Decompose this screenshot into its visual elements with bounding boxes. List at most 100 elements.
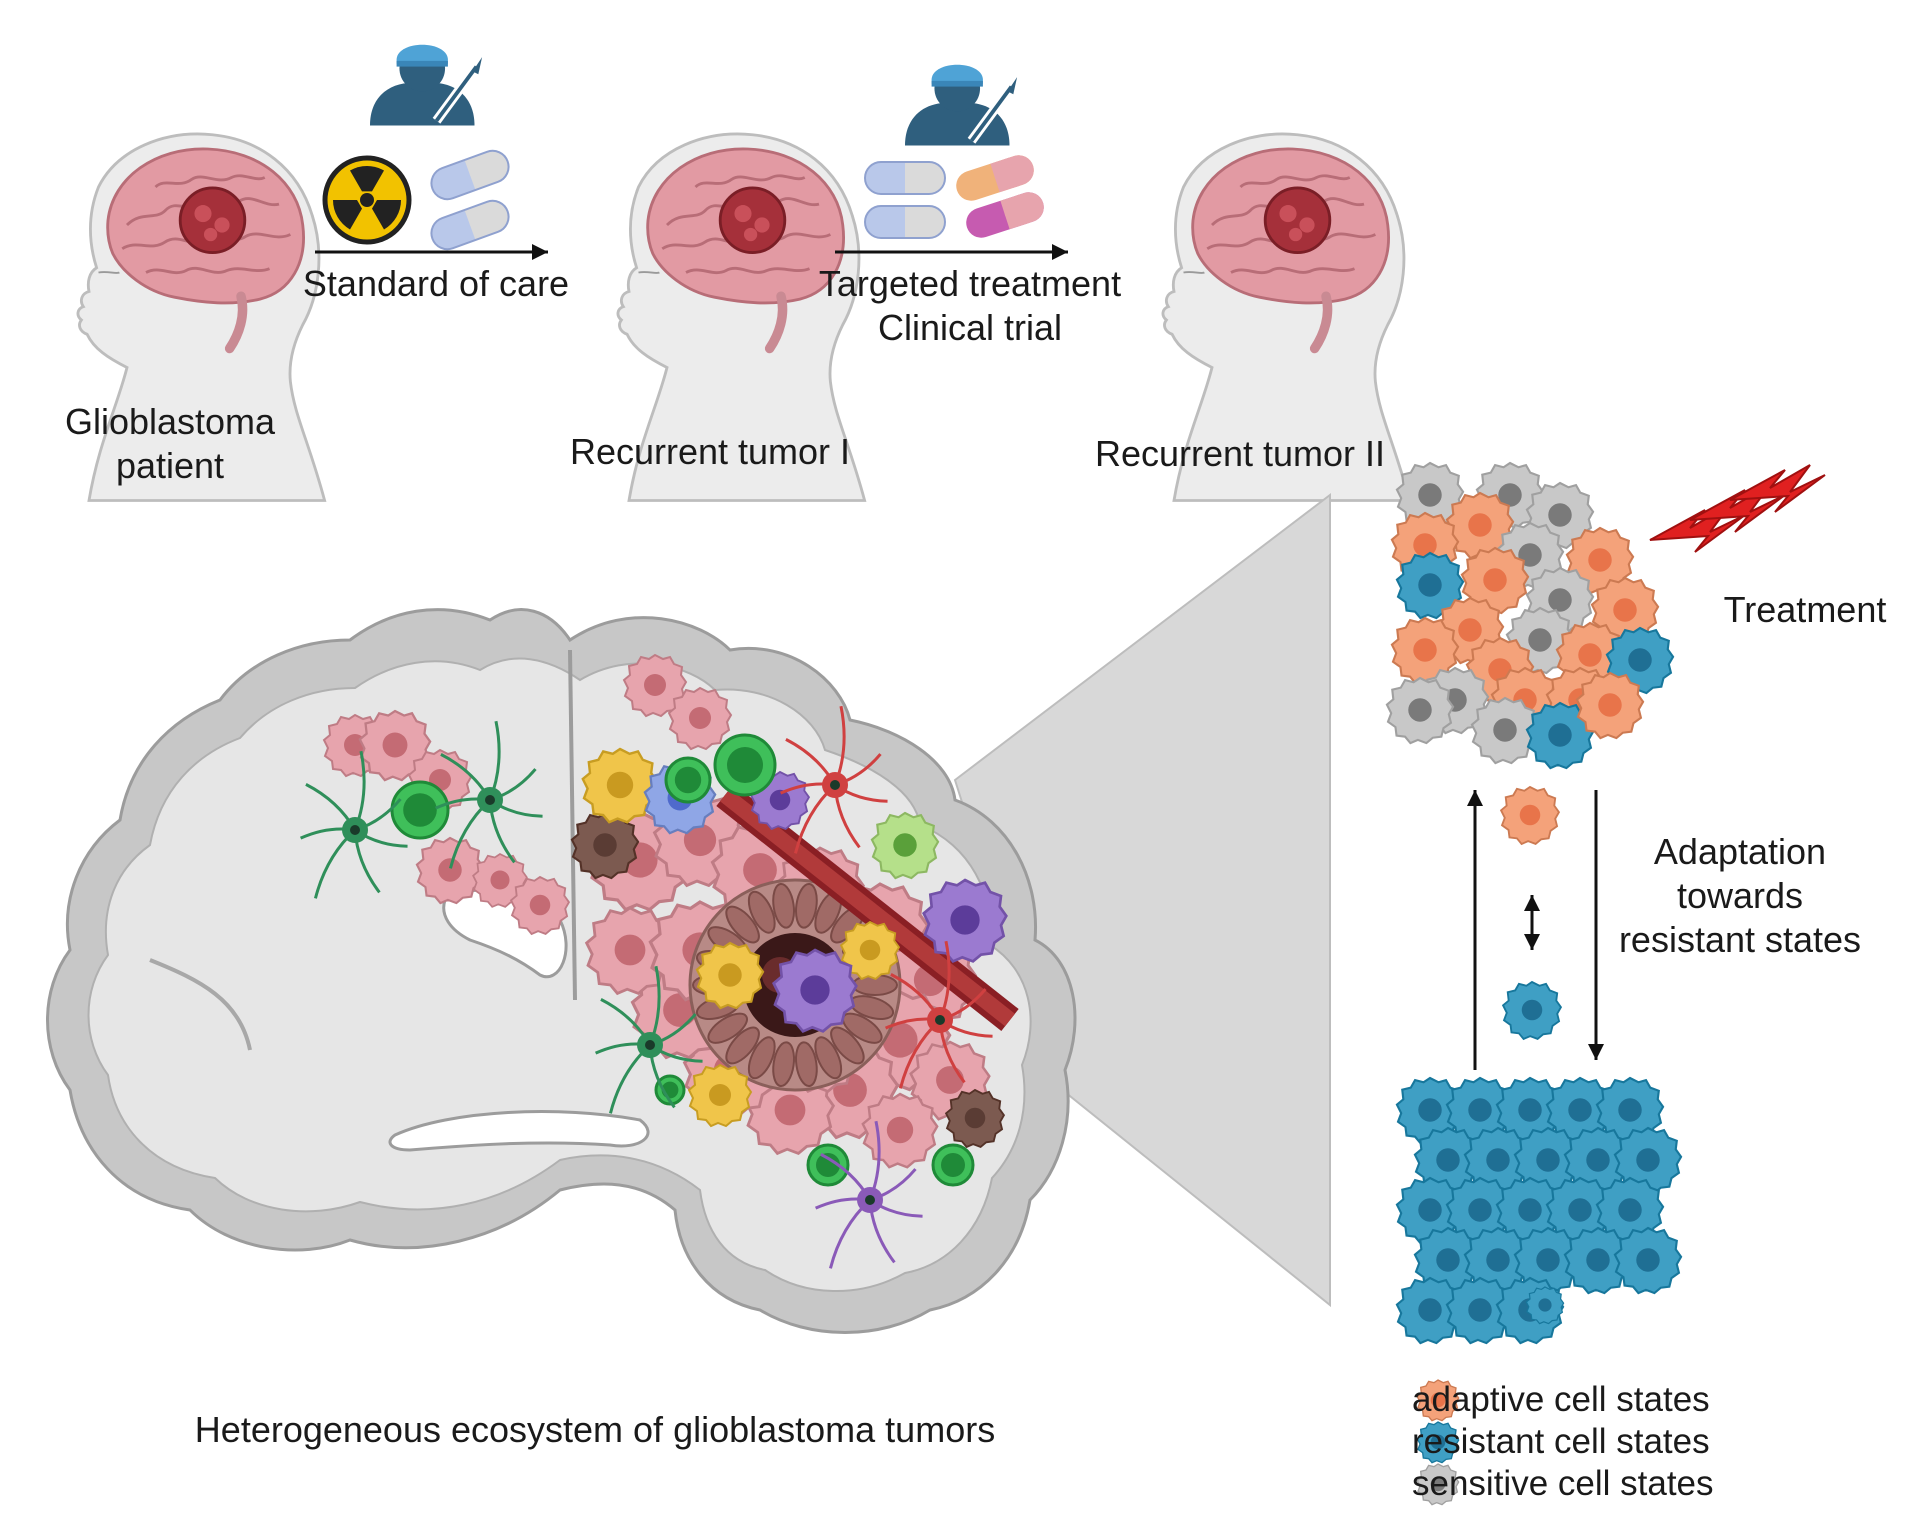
cell-icon xyxy=(1445,1076,1515,1145)
cell-icon xyxy=(1413,1126,1483,1195)
microenvironment-cell xyxy=(840,921,900,980)
cell-icon xyxy=(1435,596,1505,665)
tumor-cell xyxy=(745,1066,835,1155)
tcell-icon xyxy=(654,1074,686,1106)
neuron-icon xyxy=(884,940,993,1089)
cell-icon xyxy=(1395,1076,1465,1145)
cell-icon xyxy=(1395,1276,1465,1345)
adaptation-line3: resistant states xyxy=(1618,919,1862,960)
arrow-icon xyxy=(1524,895,1540,950)
pill-icon xyxy=(425,195,515,255)
microenvironment-cell xyxy=(668,687,732,750)
legend-item-adaptive: adaptive cell states xyxy=(1412,1378,1710,1422)
ecosystem-caption: Heterogeneous ecosystem of glioblastoma … xyxy=(194,1409,996,1450)
tcell-icon xyxy=(390,780,450,840)
patient-label: Glioblastoma patient xyxy=(20,400,320,488)
microenvironment-cell xyxy=(472,853,528,908)
microenvironment-cell xyxy=(510,876,570,935)
recurrent-tumor-2-label: Recurrent tumor II xyxy=(1094,433,1386,474)
microenvironment-cell xyxy=(415,836,485,905)
cell-icon xyxy=(1502,981,1562,1040)
resistant-cell-cluster xyxy=(1395,1076,1683,1345)
cell-icon xyxy=(1613,1226,1683,1295)
legend-item-resistant: resistant cell states xyxy=(1412,1420,1710,1464)
astrocyte-icon xyxy=(299,750,408,899)
recurrent-tumor-1-label: Recurrent tumor I xyxy=(569,431,851,472)
cell-icon xyxy=(1563,1126,1633,1195)
mixed-cell-cluster xyxy=(1385,461,1675,770)
cell-icon xyxy=(1575,671,1645,740)
cell-icon xyxy=(1395,461,1465,530)
legend-cell-icon xyxy=(1416,1463,1460,1506)
patient-label-line1: Glioblastoma xyxy=(64,401,276,442)
cell-icon xyxy=(1563,1226,1633,1295)
cell-icon xyxy=(1605,626,1675,695)
cell-icon xyxy=(1463,1226,1533,1295)
cell-icon xyxy=(1445,1276,1515,1345)
cell-icon xyxy=(1390,511,1460,580)
cell-icon xyxy=(1395,551,1465,620)
cell-icon xyxy=(1595,1076,1665,1145)
cell-icon xyxy=(1445,491,1515,560)
tcell-icon xyxy=(664,756,712,804)
tcell-icon xyxy=(931,1143,975,1187)
legend-cell-icon xyxy=(1416,1379,1460,1422)
microenvironment-cell xyxy=(922,878,1008,963)
legend-label-adaptive: adaptive cell states xyxy=(1412,1380,1710,1419)
tcell-icon xyxy=(806,1143,850,1187)
pill-icon xyxy=(864,205,946,239)
astrocyte-icon xyxy=(594,965,703,1114)
pill-icon xyxy=(864,161,946,195)
microenvironment-cell xyxy=(870,811,940,880)
cell-icon xyxy=(1475,461,1545,530)
doctor-icon xyxy=(370,45,482,126)
tumor-cell xyxy=(585,906,675,995)
cell-icon xyxy=(1463,1126,1533,1195)
microenvironment-cell xyxy=(358,709,432,782)
microenvironment-cell xyxy=(688,1064,752,1127)
cell-icon xyxy=(1525,701,1595,770)
microenvironment-cell xyxy=(695,941,765,1010)
legend-label-resistant: resistant cell states xyxy=(1412,1422,1710,1461)
cell-icon xyxy=(1470,696,1540,765)
microenvironment-cell xyxy=(581,747,659,824)
cell-icon xyxy=(1495,1076,1565,1145)
arrow-icon xyxy=(1467,790,1483,1070)
pill-icon xyxy=(425,145,515,205)
legend-item-sensitive: sensitive cell states xyxy=(1412,1462,1714,1506)
adaptation-label: Adaptation towards resistant states xyxy=(1600,830,1880,962)
sulcus xyxy=(149,958,252,1051)
cell-icon xyxy=(1500,786,1560,845)
cell-icon xyxy=(1390,616,1460,685)
treatment-label: Treatment xyxy=(1723,589,1887,630)
cell-icon xyxy=(1505,606,1575,675)
arrow-icon xyxy=(315,244,548,260)
arrow-icon xyxy=(835,244,1068,260)
standard-of-care-label: Standard of care xyxy=(302,263,570,304)
neuron-icon xyxy=(779,705,888,854)
tumor-cell xyxy=(848,990,952,1092)
brain-midline xyxy=(568,649,577,1001)
cell-icon xyxy=(1525,566,1595,635)
patient-label-line2: patient xyxy=(115,445,225,486)
targeted-treatment-line1: Targeted treatment xyxy=(818,263,1122,304)
cell-icon xyxy=(1555,621,1625,690)
cell-icon xyxy=(1495,1176,1565,1245)
cell-icon xyxy=(1525,1286,1565,1325)
doctor-icon xyxy=(905,65,1017,146)
cell-icon xyxy=(1395,1176,1465,1245)
cell-icon xyxy=(1525,481,1595,550)
tcell-icon xyxy=(713,733,777,797)
lightning-icon xyxy=(1649,464,1826,553)
cell-icon xyxy=(1413,1226,1483,1295)
targeted-treatment-line2: Clinical trial xyxy=(877,307,1063,348)
astrocyte-icon xyxy=(434,720,543,869)
adaptation-line1: Adaptation xyxy=(1653,831,1827,872)
cell-icon xyxy=(1385,676,1455,745)
microenvironment-cell xyxy=(945,1089,1005,1148)
cell-icon xyxy=(1545,1176,1615,1245)
microenvironment-cell xyxy=(750,771,810,830)
cell-icon xyxy=(1613,1126,1683,1195)
